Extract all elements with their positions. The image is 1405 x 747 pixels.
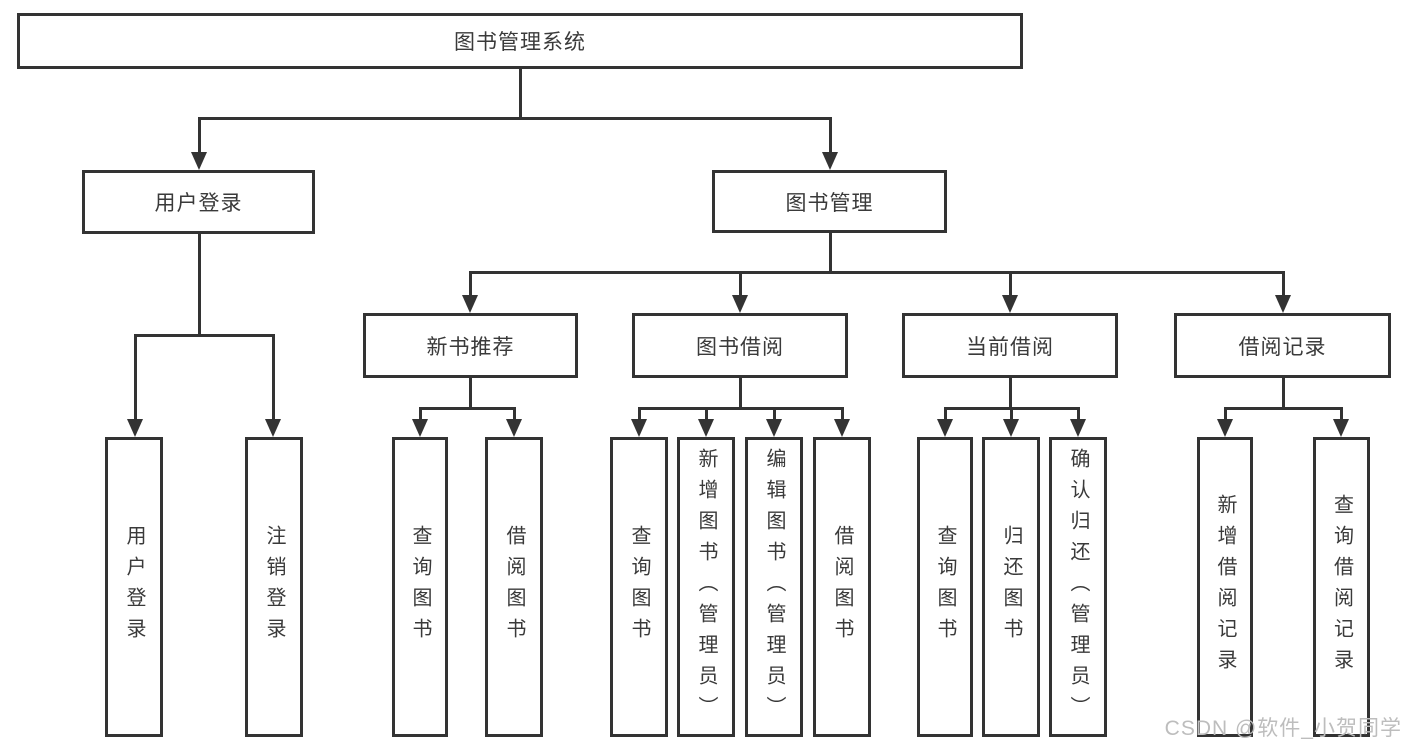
connector-drop-leaf (943, 408, 947, 421)
connector-drop-leaf-logout (271, 335, 275, 421)
arrow-down-icon (191, 152, 207, 170)
connector-drop-leaf (840, 408, 844, 421)
leaf-query-borrow-record: 查询借阅记录 (1313, 437, 1370, 737)
connector-drop-leaf (1339, 408, 1343, 421)
arrow-down-icon (1333, 419, 1349, 437)
connector-drop-leaf (418, 408, 422, 421)
connector-drop-book-management (828, 118, 832, 154)
connector-new-book-splitter (418, 406, 516, 410)
connector-drop-leaf (1076, 408, 1080, 421)
connector-user-login-stem (197, 234, 201, 335)
leaf-edit-book-admin: 编辑图书（管理员） (745, 437, 803, 737)
connector-drop-borrow-records (1281, 272, 1285, 297)
arrow-down-icon (732, 295, 748, 313)
leaf-edit-book-admin-label: 编辑图书（管理员） (763, 447, 785, 727)
arrow-down-icon (834, 419, 850, 437)
connector-drop-leaf (772, 408, 776, 421)
leaf-logout-label: 注销登录 (263, 525, 285, 649)
connector-drop-leaf (704, 408, 708, 421)
node-user-login-label: 用户登录 (154, 192, 243, 215)
arrow-down-icon (1003, 419, 1019, 437)
arrow-down-icon (462, 295, 478, 313)
arrow-down-icon (1002, 295, 1018, 313)
node-user-login: 用户登录 (82, 170, 315, 234)
arrow-down-icon (127, 419, 143, 437)
leaf-add-borrow-record-label: 新增借阅记录 (1214, 494, 1236, 680)
arrow-down-icon (1275, 295, 1291, 313)
leaf-logout: 注销登录 (245, 437, 303, 737)
leaf-query-book-current: 查询图书 (917, 437, 973, 737)
connector-level1-splitter (197, 116, 832, 120)
leaf-borrow-book-recommend: 借阅图书 (485, 437, 543, 737)
connector-drop-book-borrow (738, 272, 742, 297)
node-book-borrow-label: 图书借阅 (696, 335, 784, 359)
leaf-query-book-borrow: 查询图书 (610, 437, 668, 737)
node-current-borrow-label: 当前借阅 (966, 335, 1054, 359)
node-borrow-records: 借阅记录 (1174, 313, 1391, 378)
leaf-query-book-borrow-label: 查询图书 (628, 525, 650, 649)
arrow-down-icon (412, 419, 428, 437)
leaf-add-book-admin-label: 新增图书（管理员） (695, 447, 717, 727)
leaf-confirm-return-admin-label: 确认归还（管理员） (1067, 447, 1089, 727)
node-book-management: 图书管理 (712, 170, 947, 233)
connector-book-borrow-stem (738, 378, 742, 408)
arrow-down-icon (506, 419, 522, 437)
leaf-user-login-label: 用户登录 (123, 525, 145, 649)
connector-drop-current-borrow (1008, 272, 1012, 297)
leaf-borrow-book: 借阅图书 (813, 437, 871, 737)
connector-current-borrow-stem (1008, 378, 1012, 408)
connector-book-borrow-splitter (637, 406, 844, 410)
node-book-management-label: 图书管理 (785, 191, 874, 215)
node-current-borrow: 当前借阅 (902, 313, 1118, 378)
arrow-down-icon (698, 419, 714, 437)
leaf-return-book: 归还图书 (982, 437, 1040, 737)
connector-drop-leaf-user-login (133, 335, 137, 421)
connector-new-book-stem (468, 378, 472, 408)
arrow-down-icon (766, 419, 782, 437)
leaf-query-book-recommend-label: 查询图书 (409, 525, 431, 649)
leaf-query-book-current-label: 查询图书 (934, 525, 956, 649)
node-new-book-recommend: 新书推荐 (363, 313, 578, 378)
leaf-confirm-return-admin: 确认归还（管理员） (1049, 437, 1107, 737)
node-library-system-label: 图书管理系统 (454, 31, 586, 54)
csdn-watermark: CSDN @软件_小贺同学 (1164, 717, 1402, 740)
arrow-down-icon (1070, 419, 1086, 437)
leaf-borrow-book-label: 借阅图书 (831, 525, 853, 649)
node-library-system: 图书管理系统 (17, 13, 1023, 69)
leaf-return-book-label: 归还图书 (1000, 525, 1022, 649)
leaf-add-borrow-record: 新增借阅记录 (1197, 437, 1253, 737)
node-book-borrow: 图书借阅 (632, 313, 848, 378)
connector-drop-user-login (197, 118, 201, 154)
connector-borrow-records-splitter (1223, 406, 1343, 410)
leaf-query-borrow-record-label: 查询借阅记录 (1330, 494, 1353, 680)
connector-drop-new-book-recommend (468, 272, 472, 297)
leaf-user-login: 用户登录 (105, 437, 163, 737)
arrow-down-icon (265, 419, 281, 437)
connector-level2-splitter (468, 270, 1285, 274)
leaf-borrow-book-recommend-label: 借阅图书 (503, 525, 525, 649)
leaf-query-book-recommend: 查询图书 (392, 437, 448, 737)
node-borrow-records-label: 借阅记录 (1238, 335, 1327, 359)
arrow-down-icon (631, 419, 647, 437)
connector-borrow-records-stem (1281, 378, 1285, 408)
leaf-add-book-admin: 新增图书（管理员） (677, 437, 735, 737)
connector-drop-leaf (1223, 408, 1227, 421)
connector-drop-leaf (512, 408, 516, 421)
arrow-down-icon (937, 419, 953, 437)
connector-user-login-splitter (133, 333, 275, 337)
connector-book-management-stem (828, 233, 832, 273)
arrow-down-icon (1217, 419, 1233, 437)
arrow-down-icon (822, 152, 838, 170)
connector-drop-leaf (1009, 408, 1013, 421)
connector-drop-leaf (637, 408, 641, 421)
node-new-book-recommend-label: 新书推荐 (426, 335, 515, 359)
connector-root-stem (518, 69, 522, 118)
